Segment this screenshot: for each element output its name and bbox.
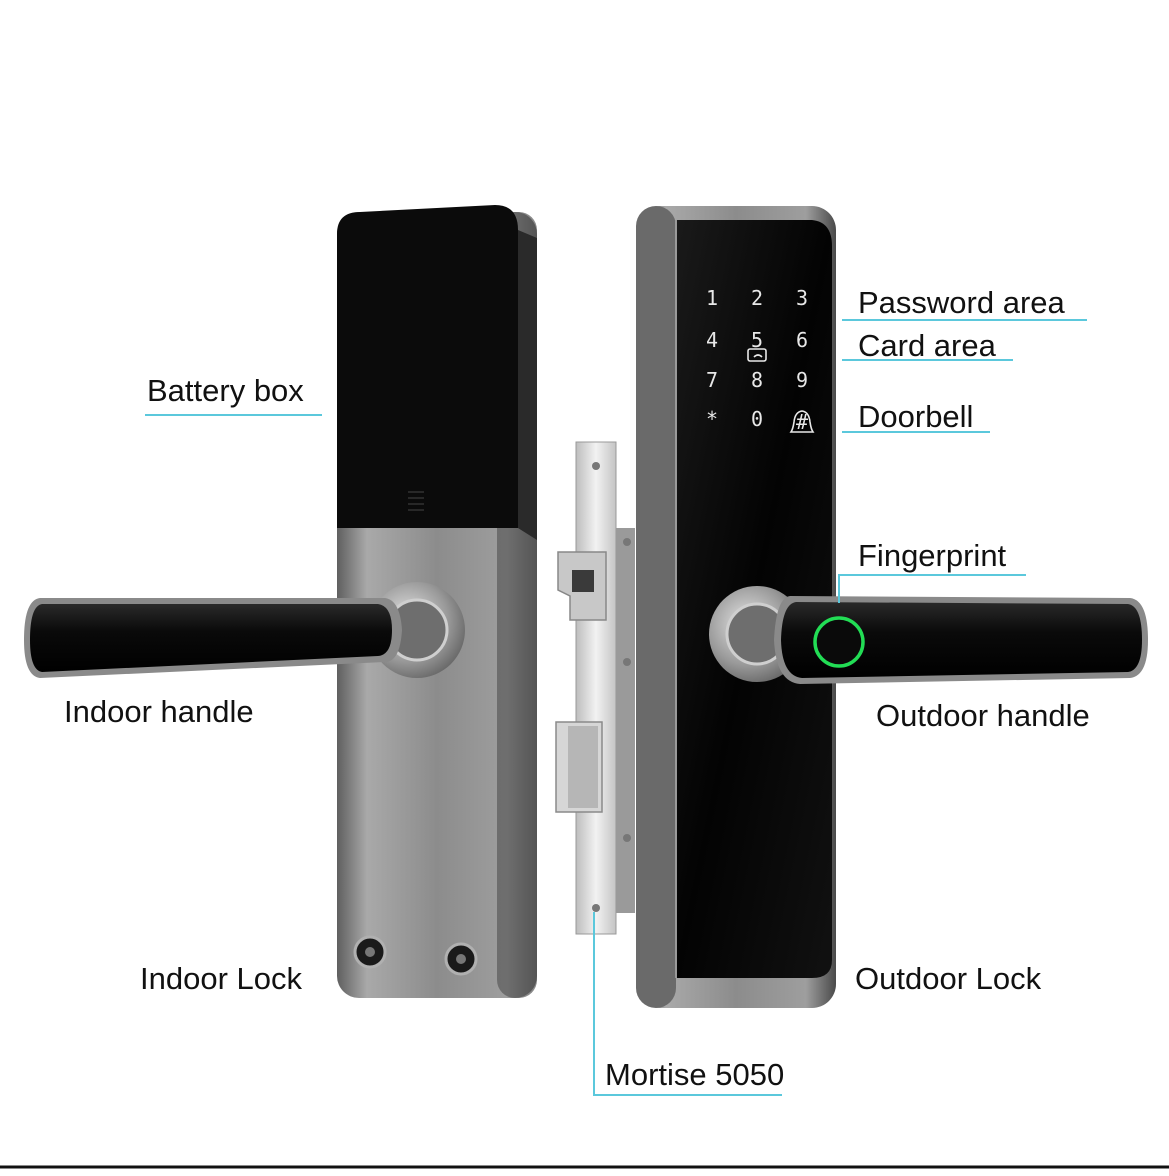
label-outdoor-handle: Outdoor handle <box>876 698 1090 733</box>
keypad-key-star[interactable]: * <box>706 407 718 431</box>
label-indoor-handle: Indoor handle <box>64 694 254 729</box>
keypad-key-5[interactable]: 5 <box>751 328 763 352</box>
indoor-unit <box>24 205 537 998</box>
label-indoor-lock: Indoor Lock <box>140 961 302 996</box>
keypad-key-1[interactable]: 1 <box>706 286 718 310</box>
leader-fingerprint <box>838 574 1026 603</box>
keypad-key-4[interactable]: 4 <box>706 328 718 352</box>
label-password-area: Password area <box>858 285 1065 320</box>
keypad-key-2[interactable]: 2 <box>751 286 763 310</box>
label-fingerprint: Fingerprint <box>858 538 1007 573</box>
deadbolt-face <box>568 726 598 808</box>
mortise-faceplate <box>575 441 617 935</box>
keypad-key-0[interactable]: 0 <box>751 407 763 431</box>
latch-slot <box>572 570 594 592</box>
outdoor-body-side <box>636 206 676 1008</box>
fingerprint-sensor-icon[interactable] <box>813 616 865 668</box>
indoor-handle[interactable] <box>30 604 392 672</box>
outdoor-handle[interactable] <box>781 602 1142 678</box>
mortise-screw-top-icon <box>592 462 600 470</box>
keypad-key-3[interactable]: 3 <box>796 286 808 310</box>
battery-box <box>337 205 518 528</box>
mortise-screw-bottom-icon <box>592 904 600 912</box>
label-mortise: Mortise 5050 <box>605 1057 785 1092</box>
outdoor-handle-group <box>709 586 1148 684</box>
label-doorbell: Doorbell <box>858 399 974 434</box>
keypad-key-9[interactable]: 9 <box>796 368 808 392</box>
mortise <box>555 441 635 935</box>
battery-vent-icon <box>408 491 424 511</box>
keypad: 1 2 3 4 5 6 7 8 9 * 0 # <box>706 286 815 434</box>
leader-lines <box>145 319 1087 1096</box>
label-card-area: Card area <box>858 328 996 363</box>
keypad-key-hash[interactable]: # <box>796 410 808 434</box>
keypad-key-8[interactable]: 8 <box>751 368 763 392</box>
battery-box-side <box>518 230 537 540</box>
leader-mortise <box>593 912 782 1096</box>
keypad-key-6[interactable]: 6 <box>796 328 808 352</box>
bell-icon[interactable] <box>789 410 815 433</box>
keypad-key-7[interactable]: 7 <box>706 368 718 392</box>
label-battery-box: Battery box <box>147 373 304 408</box>
label-outdoor-lock: Outdoor Lock <box>855 961 1042 996</box>
card-reader-icon <box>747 348 767 362</box>
